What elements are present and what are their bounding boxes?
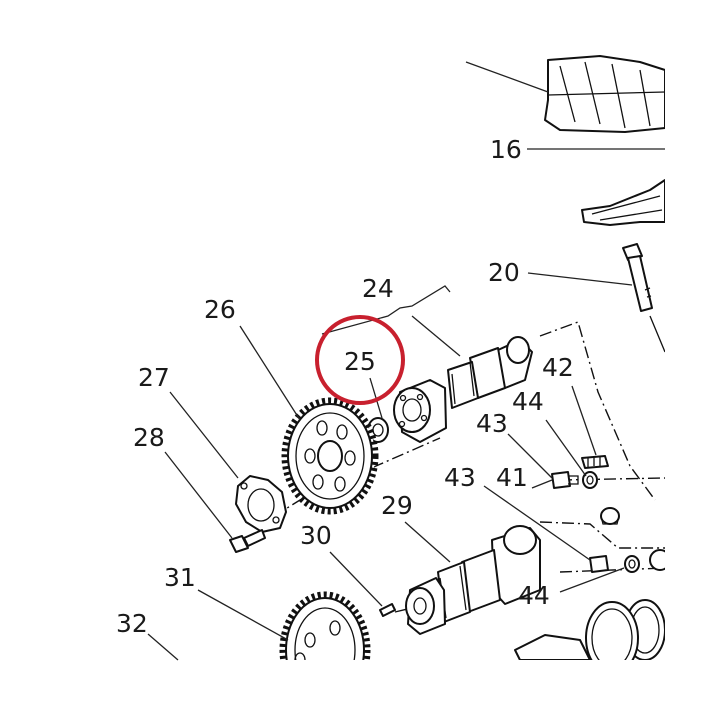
part-29-camshaft xyxy=(405,525,541,635)
label-44-lower: 44 xyxy=(518,581,550,610)
label-43-lower: 43 xyxy=(444,463,476,492)
part-arm-bracket xyxy=(581,179,666,226)
label-27: 27 xyxy=(138,363,170,392)
part-43-screw-upper xyxy=(551,471,579,489)
label-20: 20 xyxy=(488,258,520,287)
part-42-stud xyxy=(581,455,609,469)
label-31: 31 xyxy=(164,563,196,592)
label-32: 32 xyxy=(116,609,148,638)
part-30-pin xyxy=(379,603,396,617)
part-24-camshaft xyxy=(393,336,533,443)
leader-lines xyxy=(147,61,665,661)
highlight-circle xyxy=(315,315,405,405)
part-26-sprocket xyxy=(281,397,379,515)
part-41-nut xyxy=(600,507,620,525)
part-20-bolt xyxy=(622,243,666,353)
label-24: 24 xyxy=(362,274,394,303)
part-44-washer-lower xyxy=(624,555,640,573)
label-41: 41 xyxy=(496,463,528,492)
part-28-bolt xyxy=(229,529,266,553)
part-16-housing xyxy=(544,55,666,133)
label-44-upper: 44 xyxy=(512,387,544,416)
label-30: 30 xyxy=(300,521,332,550)
label-16: 16 xyxy=(490,135,522,164)
part-43-screw-lower xyxy=(589,555,609,573)
part-44-washer-upper xyxy=(582,471,598,489)
part-27-plate xyxy=(235,475,287,533)
label-42: 42 xyxy=(542,353,574,382)
label-29: 29 xyxy=(381,491,413,520)
label-25: 25 xyxy=(344,347,376,376)
label-28: 28 xyxy=(133,423,165,452)
seal-rings xyxy=(514,549,671,675)
label-26: 26 xyxy=(204,295,236,324)
label-43-upper: 43 xyxy=(476,409,508,438)
